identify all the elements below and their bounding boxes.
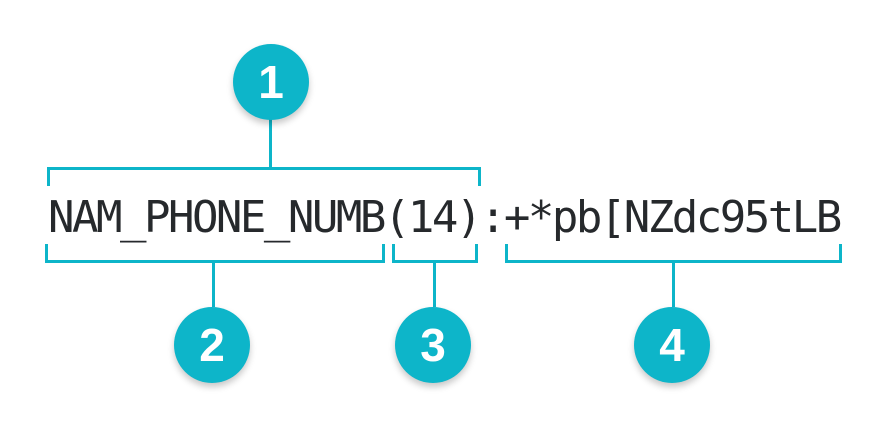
callout-2-badge: 2 — [174, 307, 250, 383]
callout-4-badge: 4 — [634, 307, 710, 383]
callout-2-connector-line — [212, 262, 215, 307]
field-value-text: +*pb[NZdc95tLB — [503, 192, 842, 243]
annotated-string-text: NAM_PHONE_NUMB(14):+*pb[NZdc95tLB — [48, 196, 842, 240]
separator-text: : — [479, 192, 507, 243]
callout-2-number: 2 — [199, 319, 225, 371]
callout-3-number: 3 — [420, 319, 446, 371]
callout-3-connector-line — [433, 262, 436, 307]
callout-4-number: 4 — [659, 319, 685, 371]
length-spec-text: (14) — [383, 192, 482, 243]
bracket-length-spec — [392, 244, 478, 263]
bracket-field-declaration — [47, 167, 481, 186]
bracket-field-value — [505, 244, 842, 263]
callout-3-badge: 3 — [395, 307, 471, 383]
field-name-text: NAM_PHONE_NUMB — [48, 192, 386, 243]
callout-1-number: 1 — [258, 56, 284, 108]
callout-4-connector-line — [672, 262, 675, 307]
bracket-field-name — [45, 244, 385, 263]
callout-1-connector-line — [269, 119, 272, 168]
callout-1-badge: 1 — [233, 44, 309, 120]
